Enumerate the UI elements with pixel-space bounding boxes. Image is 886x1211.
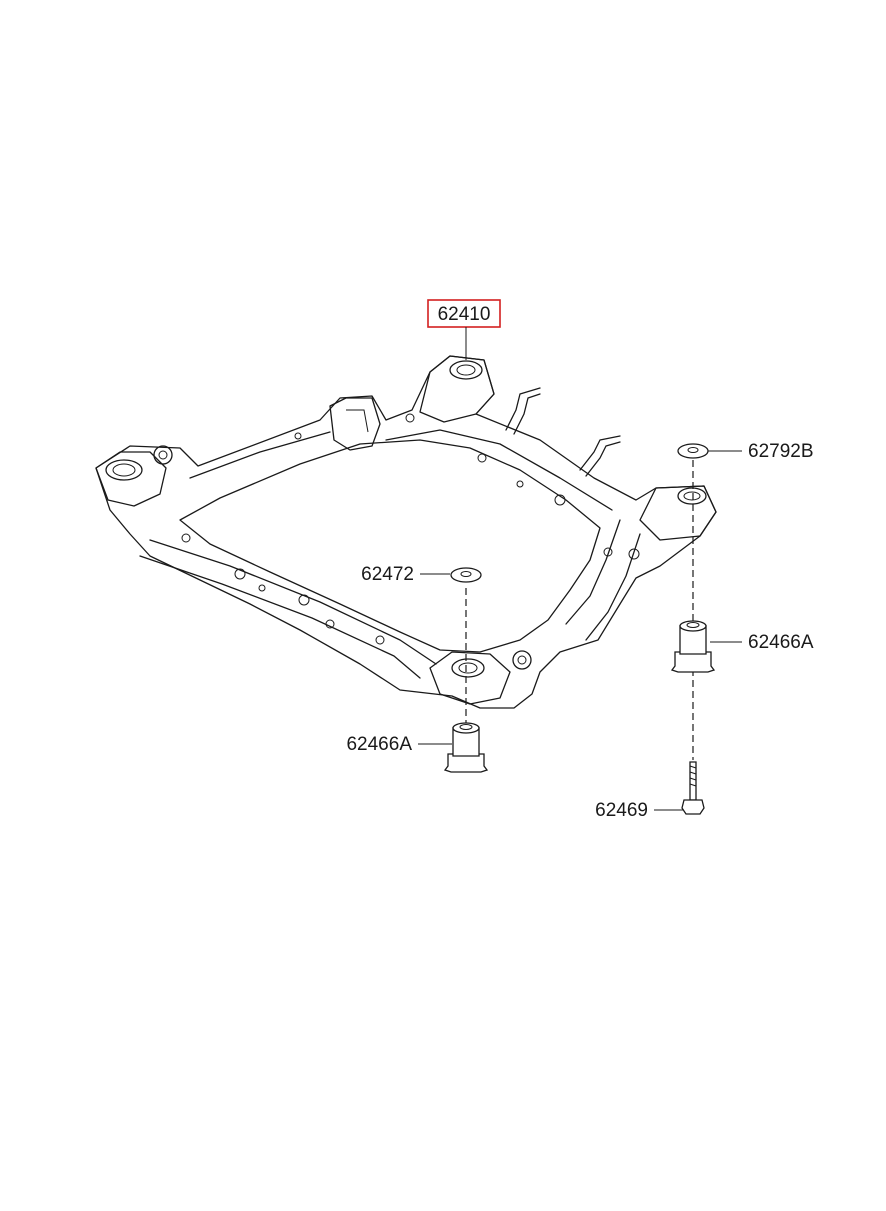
callout-bolt: 62469: [595, 800, 684, 821]
bushing-left: [443, 722, 489, 773]
callout-label-62466a-left: 62466A: [346, 734, 412, 755]
callout-washer-right: 62792B: [708, 441, 814, 462]
subframe-crossmember: [95, 355, 717, 709]
callout-label-62469: 62469: [595, 800, 648, 821]
callout-washer-left: 62472: [361, 564, 450, 585]
highlight-box: [427, 299, 501, 328]
bushing-right: [670, 620, 716, 673]
callout-label-62466a-right: 62466A: [748, 632, 814, 653]
washer-left: [450, 567, 482, 583]
callout-label-62792b: 62792B: [748, 441, 814, 462]
callout-label-62472: 62472: [361, 564, 414, 585]
callout-label-62410: 62410: [438, 304, 491, 325]
callout-bushing-right: 62466A: [710, 632, 814, 653]
callout-bushing-left: 62466A: [346, 734, 452, 755]
callout-main-frame: 62410: [427, 299, 501, 360]
bolt: [681, 761, 705, 815]
washer-right: [677, 443, 709, 459]
